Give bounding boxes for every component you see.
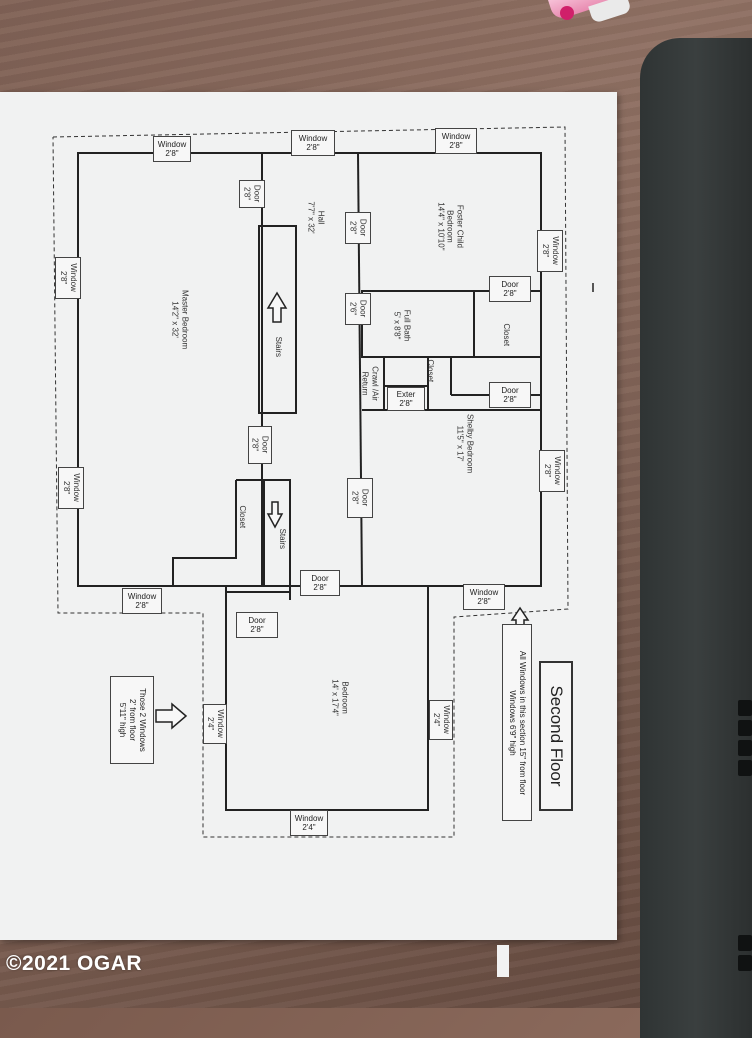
floor-title-box: Second Floor	[539, 661, 573, 811]
laptop-key	[738, 720, 752, 736]
stairs-label-upper: Stairs	[273, 336, 283, 358]
laptop-key	[738, 935, 752, 951]
sticker	[497, 945, 509, 977]
floor-plan-lines	[52, 126, 594, 838]
room-label-closet-master: Closet	[237, 505, 247, 529]
pen-cap	[560, 6, 574, 20]
room-label-closet-small: Closet	[425, 359, 435, 383]
laptop-key	[738, 760, 752, 776]
floor-title: Second Floor	[547, 685, 566, 787]
watermark: ©2021 OGAR	[6, 952, 143, 975]
laptop-key	[738, 700, 752, 716]
stairs-label-lower: Stairs	[277, 528, 287, 550]
laptop-key	[738, 955, 752, 971]
laptop-key	[738, 740, 752, 756]
note-windows-section: All Windows in this section 15" from flo…	[502, 624, 532, 821]
room-label-closet-upper: Closet	[501, 323, 511, 347]
laptop-edge	[640, 38, 752, 1038]
